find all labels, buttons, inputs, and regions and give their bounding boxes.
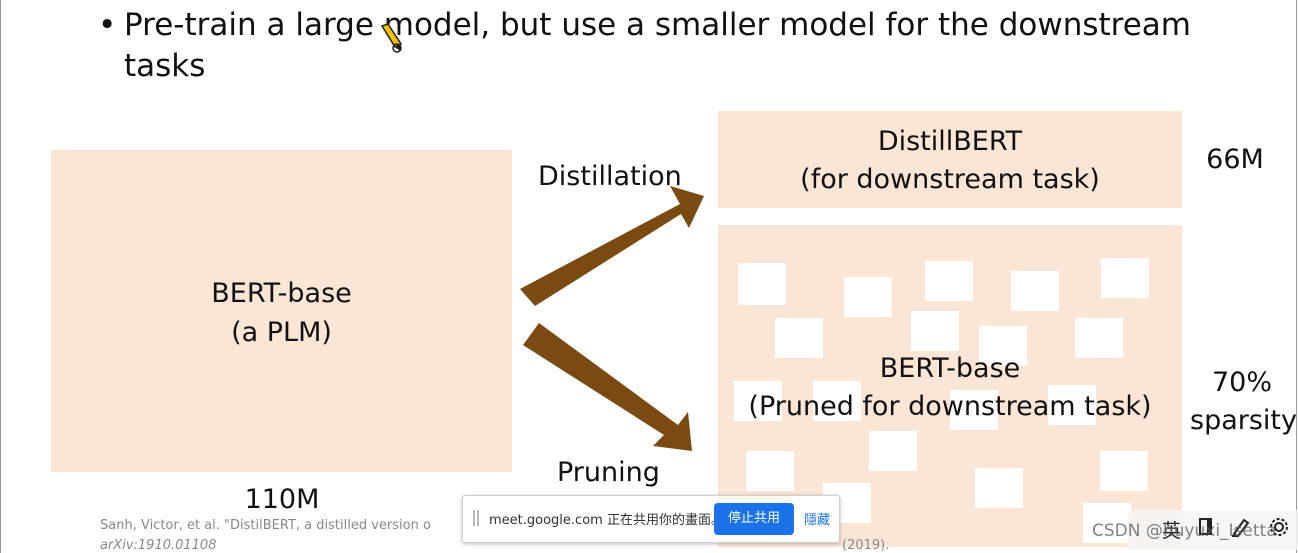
pruned-bert-size-line1: 70% bbox=[1211, 367, 1272, 398]
pruned-bert-size-line2: sparsity bbox=[1190, 405, 1297, 436]
pruned-weight-block bbox=[925, 261, 973, 301]
distilbert-subtitle: (for downstream task) bbox=[800, 164, 1100, 195]
slide-right-border bbox=[1296, 0, 1297, 553]
slide-left-border bbox=[0, 0, 1, 553]
pruned-weight-block bbox=[1075, 318, 1123, 358]
pruned-weight-block bbox=[1083, 503, 1131, 543]
pruned-weight-block bbox=[734, 381, 782, 421]
drag-handle-icon[interactable] bbox=[473, 510, 479, 526]
pruned-weight-block bbox=[746, 451, 794, 491]
pruned-bert-node: BERT-base (Pruned for downstream task) bbox=[718, 225, 1182, 547]
distillation-arrow bbox=[520, 186, 704, 306]
distilbert-title: DistillBERT bbox=[877, 126, 1023, 157]
bert-base-node: BERT-base (a PLM) bbox=[51, 150, 512, 472]
distilbert-node: DistillBERT (for downstream task) bbox=[718, 111, 1182, 208]
bert-base-subtitle: (a PLM) bbox=[231, 317, 332, 348]
pruned-weight-block bbox=[738, 263, 786, 305]
pruned-weight-block bbox=[813, 381, 861, 421]
notebook-icon[interactable] bbox=[1196, 516, 1216, 543]
pruned-bert-subtitle: (Pruned for downstream task) bbox=[748, 391, 1152, 422]
pruned-weight-block bbox=[979, 326, 1027, 366]
bert-base-title: BERT-base bbox=[211, 278, 352, 309]
csdn-watermark: CSDN @huyuxi_Isetta bbox=[1092, 521, 1277, 541]
settings-gear-icon[interactable] bbox=[1268, 516, 1290, 543]
bert-base-size-label: 110M bbox=[244, 484, 320, 515]
distillation-edge-label: Distillation bbox=[538, 161, 682, 192]
ime-language-toggle[interactable]: 英 bbox=[1162, 520, 1182, 542]
pencil-cursor-icon bbox=[380, 23, 403, 53]
stop-sharing-button[interactable]: 停止共用 bbox=[714, 503, 794, 535]
pruned-weight-block bbox=[844, 277, 892, 317]
pruned-weight-block bbox=[1011, 271, 1059, 311]
pruned-weight-block bbox=[1101, 258, 1149, 298]
share-status-text: meet.google.com 正在共用你的畫面。 bbox=[489, 513, 724, 528]
hide-share-bar-button[interactable]: 隱藏 bbox=[804, 513, 831, 528]
pruning-arrow bbox=[523, 323, 692, 451]
system-tray: 英 bbox=[1128, 510, 1298, 550]
bullet-glyph: • bbox=[98, 7, 117, 43]
pruning-edge-label: Pruning bbox=[557, 457, 660, 488]
pruned-weight-block bbox=[775, 318, 823, 358]
pruned-bert-title: BERT-base bbox=[879, 353, 1021, 384]
distilbert-size-label: 66M bbox=[1206, 144, 1264, 175]
pruned-weight-block bbox=[911, 311, 959, 351]
citation-line1: Sanh, Victor, et al. "DistilBERT, a dist… bbox=[100, 518, 431, 533]
citation-line2: arXiv:1910.01108 bbox=[100, 538, 217, 553]
handwriting-icon[interactable] bbox=[1230, 516, 1252, 543]
bullet-text-line2: tasks bbox=[124, 48, 206, 84]
citation-line3: (2019). bbox=[842, 538, 890, 553]
pruned-weight-block bbox=[975, 468, 1023, 508]
pruned-weight-block bbox=[1100, 451, 1148, 491]
screen-share-bar: meet.google.com 正在共用你的畫面。 停止共用 隱藏 bbox=[462, 495, 840, 543]
pruned-weight-block bbox=[869, 431, 917, 471]
pruned-weight-block bbox=[1048, 385, 1096, 425]
bullet-text-line1: Pre-train a large model, but use a small… bbox=[124, 7, 1192, 43]
pruned-weight-block bbox=[950, 390, 998, 430]
